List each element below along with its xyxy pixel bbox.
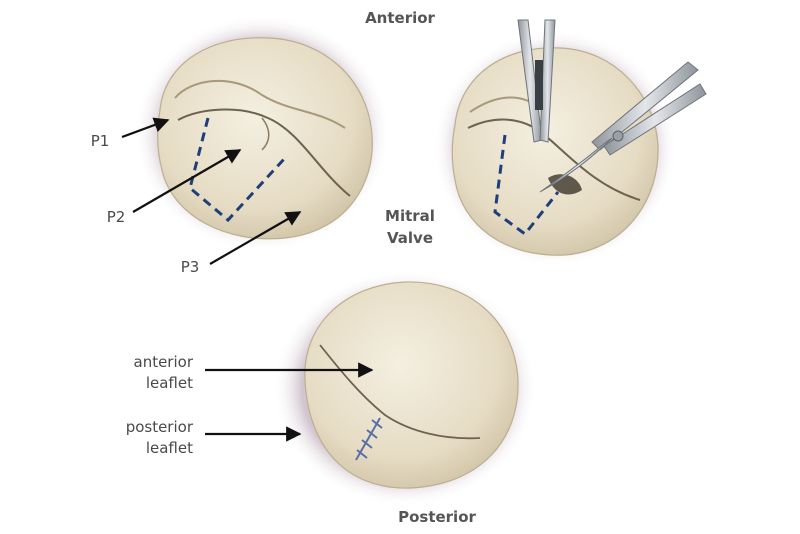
resected-segment-shadow	[548, 174, 582, 195]
coaptation-line	[177, 108, 351, 197]
valve-tissue	[304, 281, 519, 489]
label-posterior: Posterior	[398, 508, 476, 526]
coaptation-line	[319, 344, 481, 440]
arrow-p3	[209, 211, 302, 265]
label-p1: P1	[91, 132, 110, 150]
forceps-icon	[517, 19, 556, 143]
dashed-resection-outline	[188, 117, 287, 223]
label-posterior-leaflet-1: posterior	[126, 418, 194, 436]
leaflet-crease	[261, 117, 270, 151]
label-anterior-leaflet-1: anterior	[134, 353, 194, 371]
valve-tissue	[157, 37, 373, 240]
valve-illustration-right	[433, 19, 707, 266]
pointer-arrows	[121, 117, 374, 442]
label-p3: P3	[181, 258, 200, 276]
arrow-p1	[121, 117, 170, 139]
suture-line	[355, 417, 383, 461]
label-valve: Valve	[387, 229, 433, 247]
leaflet-fold	[174, 79, 346, 129]
arrow-p2	[132, 149, 242, 213]
valve-tissue	[451, 47, 659, 256]
valve-illustration-left	[134, 15, 390, 251]
scissors-icon	[539, 61, 707, 193]
dashed-resection-outline	[493, 134, 560, 237]
valve-illustration-bottom	[273, 270, 537, 506]
label-posterior-leaflet-2: leaflet	[146, 439, 193, 457]
label-anterior-leaflet-2: leaflet	[146, 374, 193, 392]
label-mitral: Mitral	[385, 207, 435, 225]
label-anterior: Anterior	[365, 9, 435, 27]
label-p2: P2	[107, 208, 126, 226]
